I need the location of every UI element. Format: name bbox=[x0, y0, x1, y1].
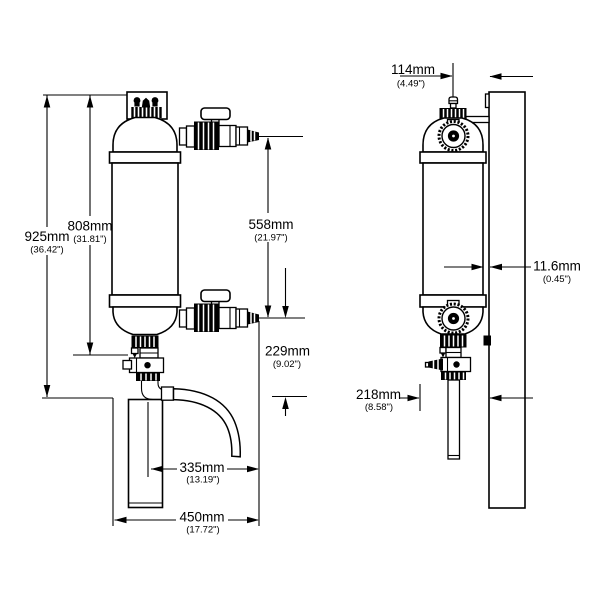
bracket-tab bbox=[484, 93, 490, 109]
hose-barb bbox=[247, 311, 259, 325]
drain-elbow bbox=[140, 380, 174, 401]
dim-hose-reach-mm: 335mm bbox=[179, 460, 224, 475]
dim-wall-gap-in: (0.45") bbox=[543, 274, 571, 285]
dim-drain-drop: 229mm (9.02") bbox=[265, 268, 310, 416]
dim-overall-width-mm: 450mm bbox=[179, 510, 224, 525]
drain-nut bbox=[441, 371, 466, 380]
bottom-collar-ring bbox=[108, 294, 182, 308]
drain-nut bbox=[136, 372, 160, 381]
top-dome bbox=[112, 116, 178, 153]
lamp-pin-icon bbox=[151, 97, 159, 104]
bottom-dome bbox=[112, 306, 178, 336]
drain-tube bbox=[447, 379, 461, 460]
lamp-pin-icon bbox=[133, 97, 141, 104]
dim-overall-height-in: (36.42") bbox=[30, 245, 63, 256]
lamp-connector-cap bbox=[126, 91, 168, 120]
upper-port-valve bbox=[178, 107, 259, 150]
dim-depth: 218mm (8.58") bbox=[356, 384, 533, 413]
lower-port-valve bbox=[178, 289, 259, 332]
upper-union-end-view bbox=[437, 118, 470, 152]
lower-union-end-view bbox=[437, 299, 470, 335]
dim-body-height-mm: 808mm bbox=[67, 219, 112, 234]
valve-handle bbox=[200, 107, 231, 121]
dim-top-clearance-mm: 114mm bbox=[391, 62, 435, 77]
dim-port-spacing: 558mm (21.97") bbox=[248, 137, 294, 318]
drain-barb bbox=[428, 358, 443, 371]
dim-drain-drop-mm: 229mm bbox=[265, 344, 310, 359]
dim-body-height: 808mm (31.81") bbox=[67, 95, 113, 355]
side-view bbox=[419, 91, 526, 509]
dim-depth-in: (8.58") bbox=[365, 402, 393, 413]
dim-hose-reach-in: (13.19") bbox=[186, 475, 219, 486]
drain-valve-handle bbox=[122, 359, 133, 370]
lower-bracket-clip bbox=[483, 335, 491, 346]
dim-top-clearance-in: (4.49") bbox=[397, 79, 425, 90]
lamp-base-icon bbox=[141, 97, 151, 108]
dim-overall-height: 925mm (36.42") bbox=[24, 95, 70, 397]
dim-port-spacing-mm: 558mm bbox=[248, 217, 293, 232]
drain-hose bbox=[172, 387, 241, 458]
cylinder bbox=[422, 162, 484, 296]
side-drain-assembly bbox=[424, 334, 472, 460]
dim-overall-height-mm: 925mm bbox=[24, 229, 69, 244]
cylinder bbox=[111, 162, 179, 296]
sensor-tip bbox=[132, 353, 137, 358]
top-collar-ring bbox=[108, 151, 182, 164]
drain-assembly bbox=[122, 335, 241, 458]
top-collar-ring bbox=[419, 151, 487, 164]
dim-overall-width: 450mm (17.72") bbox=[114, 510, 259, 536]
dim-port-spacing-in: (21.97") bbox=[254, 233, 287, 244]
dim-body-height-in: (31.81") bbox=[73, 234, 106, 245]
dim-depth-mm: 218mm bbox=[356, 387, 401, 402]
dim-wall-gap-mm: 11.6mm bbox=[533, 259, 581, 274]
dim-drain-drop-in: (9.02") bbox=[273, 359, 301, 370]
front-view bbox=[108, 91, 259, 509]
dim-wall-gap: 11.6mm (0.45") bbox=[444, 259, 581, 285]
hose-barb bbox=[247, 129, 259, 143]
dimension-annotations: 925mm (36.42") 808mm (31.81") 558mm (21.… bbox=[24, 62, 580, 536]
hose-coupling bbox=[160, 386, 175, 401]
dim-hose-reach: 335mm (13.19") bbox=[151, 460, 259, 486]
dim-overall-width-in: (17.72") bbox=[186, 525, 219, 536]
wall-mounting-plate bbox=[488, 91, 526, 509]
chamber-body bbox=[108, 116, 182, 336]
dim-top-clearance: 114mm (4.49") bbox=[391, 62, 533, 97]
sleeve-tube bbox=[127, 398, 164, 509]
valve-handle bbox=[200, 289, 231, 303]
